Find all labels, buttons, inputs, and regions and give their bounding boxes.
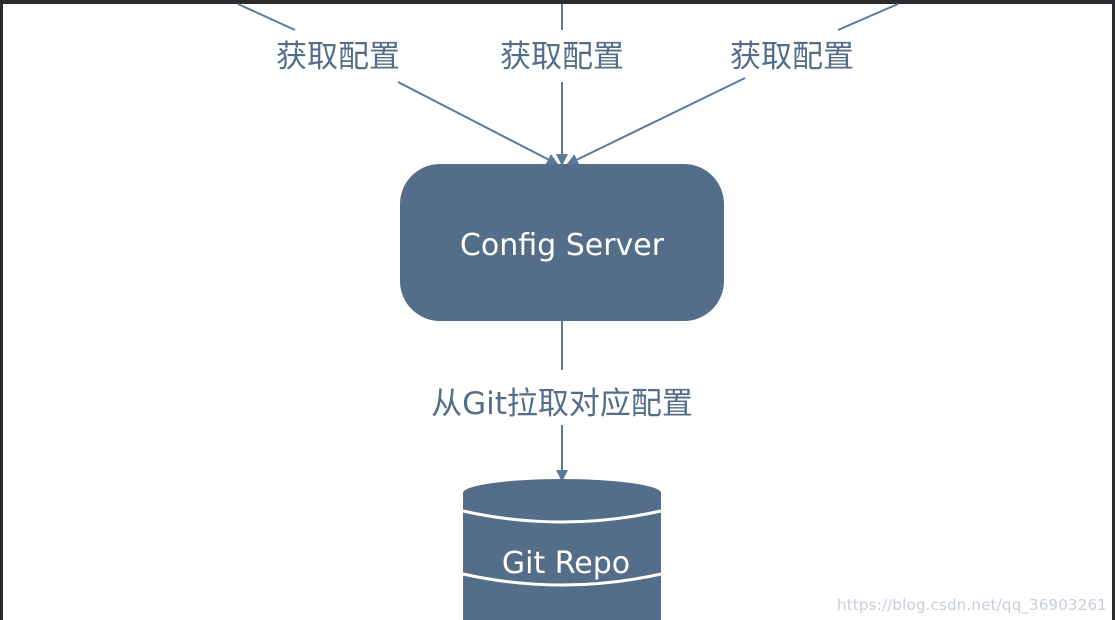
git-repo-node <box>462 479 662 620</box>
edge-label-middle: 获取配置 <box>500 39 624 75</box>
edge-label-pull: 从Git拉取对应配置 <box>431 386 693 422</box>
request-arrow-right <box>837 3 899 31</box>
git-repo-label: Git Repo <box>502 546 630 581</box>
config-server-node <box>400 164 724 321</box>
edge-label-right: 获取配置 <box>730 39 854 75</box>
config-server-label: Config Server <box>460 228 665 263</box>
watermark-text: https://blog.csdn.net/qq_36903261 <box>837 596 1107 614</box>
request-arrow-left <box>237 3 296 31</box>
request-arrow-left-lower <box>397 81 559 165</box>
request-arrow-right-lower <box>566 77 746 166</box>
edge-label-left: 获取配置 <box>276 39 400 75</box>
